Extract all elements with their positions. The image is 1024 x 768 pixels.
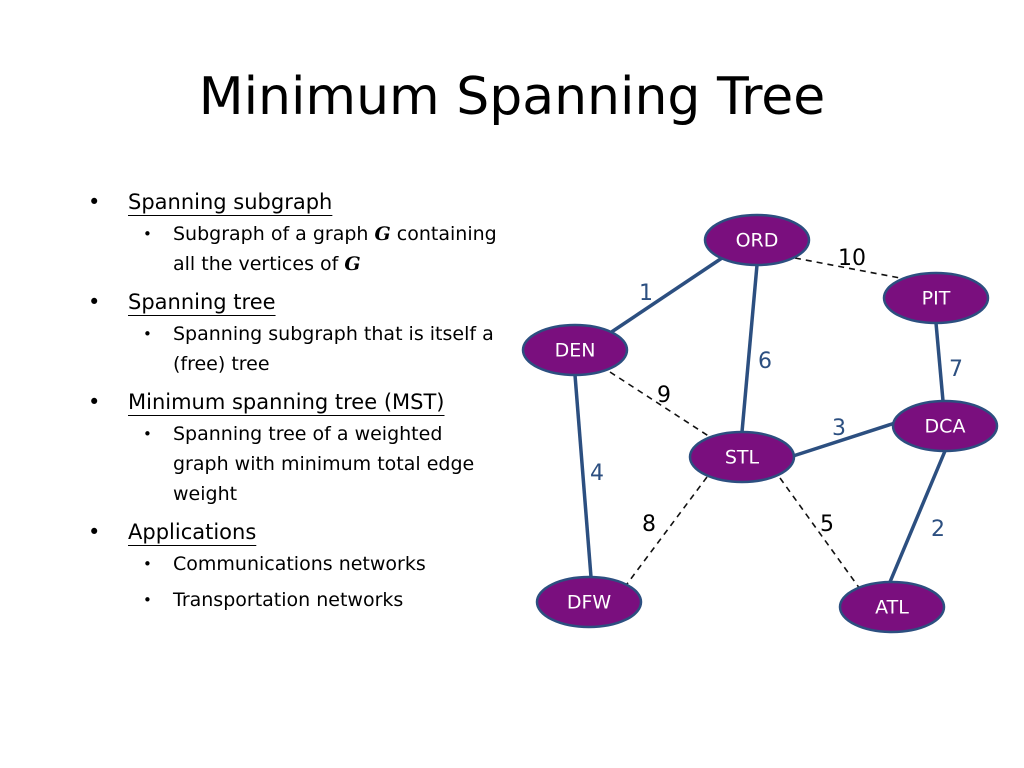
edge-pit-dca xyxy=(934,322,945,402)
node-label: DFW xyxy=(567,592,612,614)
bullet-heading: Spanning tree xyxy=(128,290,276,314)
bullet-item: • Minimum spanning tree (MST) xyxy=(88,385,528,419)
sub-bullet-item: • Communications networks xyxy=(88,549,528,579)
edge-ord-pit xyxy=(794,257,901,279)
node-shape xyxy=(838,580,946,634)
graph-nodes: ORD PIT DEN DCA STL DFW ATL xyxy=(521,213,999,634)
edge-stl-dca xyxy=(789,421,896,459)
node-shape xyxy=(882,271,990,325)
sub-bullet-icon: • xyxy=(143,425,152,443)
edge-weight-labels: 1 10 6 7 9 4 3 8 5 2 xyxy=(590,246,963,542)
node-dfw: DFW xyxy=(535,575,643,629)
text-run: Spanning tree of a weighted xyxy=(173,423,443,445)
slide-title: Minimum Spanning Tree xyxy=(198,67,826,127)
sub-bullet-icon: • xyxy=(143,591,152,609)
edge-ord-den xyxy=(609,256,723,335)
bullet-icon: • xyxy=(88,290,101,314)
edge-weight-ord-pit: 10 xyxy=(838,246,866,271)
node-shape xyxy=(703,213,811,267)
text-run: Subgraph of a graph xyxy=(173,223,375,245)
edge-weight-den-stl: 9 xyxy=(657,383,671,408)
bullet-icon: • xyxy=(88,190,101,214)
text-run: weight xyxy=(173,483,238,505)
node-atl: ATL xyxy=(838,580,946,634)
sub-bullet-icon: • xyxy=(143,325,152,343)
bullet-heading: Applications xyxy=(128,520,257,544)
node-ord: ORD xyxy=(703,213,811,267)
node-den: DEN xyxy=(521,323,629,377)
bullet-item: • Spanning subgraph xyxy=(88,185,528,219)
edge-weight-den-dfw: 4 xyxy=(590,461,604,486)
graph-edges xyxy=(573,256,947,590)
edge-stl-dfw xyxy=(626,476,708,585)
bullet-list: • Spanning subgraph • Subgraph of a graph G… xyxy=(88,185,528,621)
bullet-item: • Spanning tree xyxy=(88,285,528,319)
node-label: ATL xyxy=(875,597,909,619)
node-label: ORD xyxy=(736,230,779,252)
text-run: Communications networks xyxy=(173,553,426,575)
node-shape xyxy=(688,430,796,484)
bullet-heading: Minimum spanning tree (MST) xyxy=(128,390,445,414)
edge-weight-stl-dfw: 8 xyxy=(642,512,656,537)
edge-weight-dca-atl: 2 xyxy=(931,517,945,542)
bullet-icon: • xyxy=(88,390,101,414)
node-shape xyxy=(891,399,999,453)
sub-bullet-icon: • xyxy=(143,225,152,243)
edge-weight-pit-dca: 7 xyxy=(949,357,963,382)
edge-weight-stl-atl: 5 xyxy=(820,512,834,537)
bullet-heading: Spanning subgraph xyxy=(128,190,333,214)
node-shape xyxy=(521,323,629,377)
node-shape xyxy=(535,575,643,629)
node-label: DEN xyxy=(555,340,596,362)
sub-bullet-item: • Subgraph of a graph G containing all the… xyxy=(88,219,528,279)
node-pit: PIT xyxy=(882,271,990,325)
edge-weight-ord-den: 1 xyxy=(639,281,653,306)
node-stl: STL xyxy=(688,430,796,484)
edge-weight-ord-stl: 6 xyxy=(758,349,772,374)
sub-bullet-icon: • xyxy=(143,555,152,573)
graph-symbol: G xyxy=(344,253,361,275)
node-label: STL xyxy=(725,447,760,469)
edge-dca-atl xyxy=(888,450,947,583)
text-run: graph with minimum total edge xyxy=(173,453,475,475)
sub-bullet-item: • Spanning subgraph that is itself a (free… xyxy=(88,319,528,379)
bullet-icon: • xyxy=(88,520,101,544)
text-run: all the vertices of xyxy=(173,253,345,275)
node-label: DCA xyxy=(925,416,966,438)
text-run: (free) tree xyxy=(173,353,270,375)
edge-stl-atl xyxy=(779,477,861,590)
edge-ord-stl xyxy=(740,264,759,433)
bullet-item: • Applications xyxy=(88,515,528,549)
graph-symbol: G xyxy=(374,223,391,245)
sub-bullet-item: • Transportation networks xyxy=(88,585,528,615)
text-run: containing xyxy=(390,223,497,245)
edge-den-dfw xyxy=(573,374,593,578)
text-run: Spanning subgraph that is itself a xyxy=(173,323,494,345)
edge-weight-stl-dca: 3 xyxy=(832,416,846,441)
node-label: PIT xyxy=(922,288,951,310)
edge-den-stl xyxy=(609,371,711,438)
node-dca: DCA xyxy=(891,399,999,453)
sub-bullet-item: • Spanning tree of a weighted graph with m… xyxy=(88,419,528,509)
text-run: Transportation networks xyxy=(173,589,404,611)
